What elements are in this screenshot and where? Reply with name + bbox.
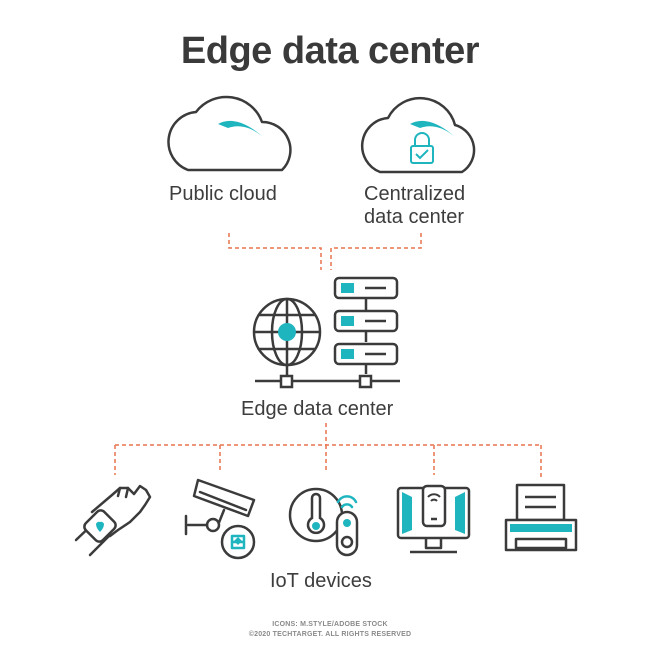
iot-devices-label: IoT devices bbox=[270, 570, 372, 592]
edge-data-center-label: Edge data center bbox=[241, 398, 394, 420]
centralized-data-center-label-line2: data center bbox=[364, 206, 465, 228]
cloud-icon bbox=[167, 95, 292, 172]
globe-icon bbox=[252, 297, 322, 367]
cloud-lock-icon bbox=[360, 96, 476, 174]
monitor-phone-icon bbox=[396, 484, 471, 554]
network-bus bbox=[255, 365, 400, 389]
security-camera-icon bbox=[184, 478, 256, 560]
diagram-title: Edge data center bbox=[180, 30, 480, 72]
printer-icon bbox=[504, 483, 578, 552]
connector-public-cloud bbox=[228, 233, 322, 270]
credits-icons: ICONS: M.STYLE/ADOBE STOCK bbox=[272, 621, 388, 628]
connectors bbox=[114, 233, 542, 478]
credits-copyright: ©2020 TECHTARGET. ALL RIGHTS RESERVED bbox=[248, 631, 412, 638]
connector-centralized bbox=[330, 233, 422, 270]
server-rack-icon bbox=[333, 276, 399, 374]
thermostat-icon bbox=[288, 487, 359, 557]
centralized-data-center-label-line1: Centralized bbox=[364, 183, 466, 205]
smartwatch-icon bbox=[74, 484, 152, 557]
public-cloud-label: Public cloud bbox=[169, 183, 277, 205]
